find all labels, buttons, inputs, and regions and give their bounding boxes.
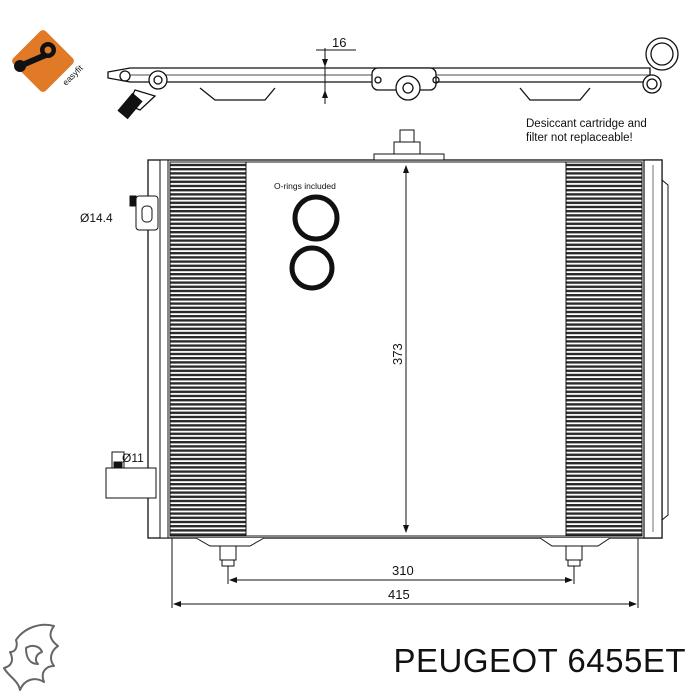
dimension-height-value: 373 <box>390 343 405 365</box>
lower-port-fitting <box>105 451 157 499</box>
desiccant-note-line1: Desiccant cartridge and <box>526 118 647 130</box>
mounting-bracket <box>107 37 679 120</box>
bottom-fittings <box>195 537 611 567</box>
dimension-inner-width-value: 310 <box>392 563 414 578</box>
lower-port-label: Ø11 <box>122 451 144 465</box>
product-caption: PEUGEOT 6455ET <box>393 642 686 680</box>
brand-name: PEUGEOT <box>393 642 558 679</box>
condenser-core <box>147 159 669 539</box>
orings-note: O-rings included <box>274 181 336 191</box>
dimension-widths <box>171 538 639 608</box>
upper-port-label: Ø14.4 <box>80 211 113 225</box>
desiccant-note-line2: filter not replaceable! <box>526 132 633 144</box>
desiccant-note: Desiccant cartridge and filter not repla… <box>526 117 647 145</box>
top-fitting <box>373 129 445 161</box>
dimension-top-offset <box>316 48 356 104</box>
dimension-top-offset-value: 16 <box>332 35 346 50</box>
wrench-badge-icon: easyfit <box>12 30 85 92</box>
upper-port-fitting <box>129 195 159 231</box>
peugeot-lion-icon <box>3 623 59 691</box>
part-number: 6455ET <box>567 642 686 679</box>
dimension-overall-width-value: 415 <box>388 587 410 602</box>
o-rings <box>289 194 340 291</box>
